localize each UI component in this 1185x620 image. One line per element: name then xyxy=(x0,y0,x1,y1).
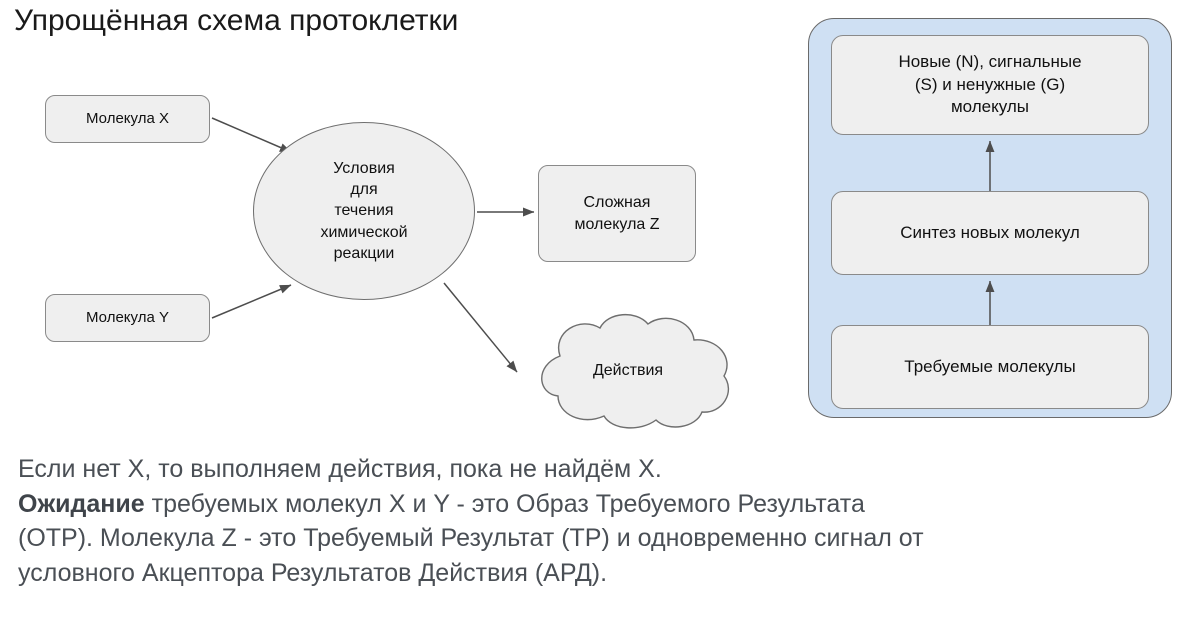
panel-box-required-molecules-label: Требуемые молекулы xyxy=(904,356,1076,376)
caption-line-3: (ОТР). Молекула Z - это Требуемый Резуль… xyxy=(18,524,924,552)
edge-x-to-conditions xyxy=(211,117,292,153)
panel-box-required-molecules[interactable]: Требуемые молекулы xyxy=(831,325,1149,409)
node-molecule-x-label: Молекула X xyxy=(86,109,169,127)
caption-line-2-rest: требуемых молекул X и Y - это Образ Треб… xyxy=(144,489,865,518)
node-molecule-y[interactable]: Молекула Y xyxy=(45,294,210,342)
panel-box-synthesis[interactable]: Синтез новых молекул xyxy=(831,191,1149,275)
panel-box-new-molecules-label: Новые (N), сигнальные (S) и ненужные (G)… xyxy=(898,51,1082,117)
protocell-container: Новые (N), сигнальные (S) и ненужные (G)… xyxy=(808,18,1172,418)
panel-arrows xyxy=(985,140,995,325)
caption-line-1: Если нет X, то выполняем действия, пока … xyxy=(18,455,662,483)
caption-line-2: Ожидание требуемых молекул X и Y - это О… xyxy=(18,487,1168,522)
node-reaction-conditions-label: Условия для течения химической реакции xyxy=(320,160,408,262)
page-title: Упрощённая схема протоклетки xyxy=(14,4,459,37)
cloud-shape-actions xyxy=(541,313,730,429)
panel-box-new-molecules[interactable]: Новые (N), сигнальные (S) и ненужные (G)… xyxy=(831,35,1149,135)
node-molecule-z[interactable]: Сложная молекула Z xyxy=(538,165,696,262)
caption-line-4: условного Акцептора Результатов Действия… xyxy=(18,558,608,587)
caption-block: Если нет X, то выполняем действия, пока … xyxy=(18,452,1168,590)
node-reaction-conditions[interactable]: Условия для течения химической реакции xyxy=(253,122,475,300)
node-molecule-x[interactable]: Молекула X xyxy=(45,95,210,143)
caption-line-2-bold: Ожидание xyxy=(18,489,145,518)
edge-y-to-conditions xyxy=(211,284,292,319)
edge-conditions-to-actions xyxy=(443,282,518,373)
flowchart-arrows xyxy=(211,117,535,373)
panel-box-synthesis-label: Синтез новых молекул xyxy=(900,222,1080,242)
node-molecule-z-label: Сложная молекула Z xyxy=(574,193,660,233)
node-molecule-y-label: Молекула Y xyxy=(86,308,169,326)
protocell-flowchart: Действия Молекула X Молекула Y Условия д… xyxy=(0,0,790,440)
